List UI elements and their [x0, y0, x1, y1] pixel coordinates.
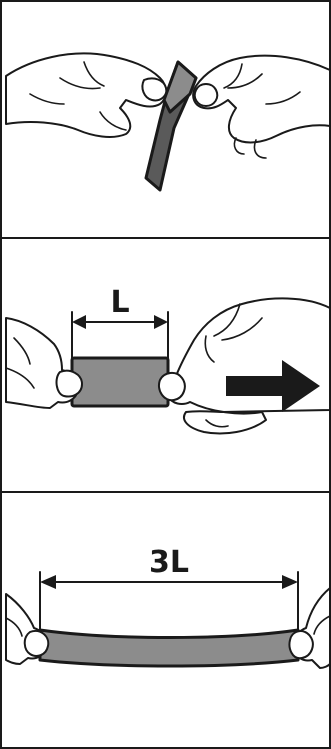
length-label-3L: 3L: [149, 545, 189, 580]
panel-stretch-end: 3L: [1, 492, 330, 748]
length-label-L: L: [110, 285, 129, 320]
panel-fold: [1, 1, 330, 238]
panel-stretch-start: L: [1, 238, 330, 492]
band-unstretched: [72, 358, 168, 406]
panel-frame-3: [1, 492, 330, 748]
